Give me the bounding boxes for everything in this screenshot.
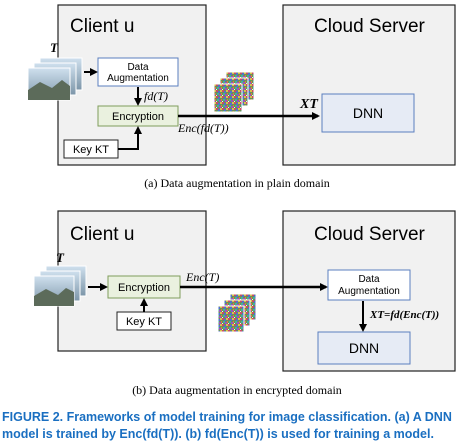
photo-stack-icon xyxy=(33,265,87,307)
encrypted-images-icon xyxy=(217,293,257,333)
augmentation-label-line1: Data xyxy=(358,274,380,285)
panel-b: Client u Cloud Server T Encryption Key K… xyxy=(33,210,456,397)
client-title: Client u xyxy=(70,224,134,245)
fd-label: fd(T) xyxy=(144,89,168,103)
enc-label: Enc(T) xyxy=(185,270,219,284)
photo-stack-icon xyxy=(27,57,83,101)
dnn-box xyxy=(321,93,415,133)
dnn-box xyxy=(317,331,411,365)
key-label: Key KT xyxy=(73,144,109,156)
image-set-label: T xyxy=(50,40,59,55)
figure-caption-line1: FIGURE 2. Frameworks of model training f… xyxy=(2,410,452,424)
augmentation-label-line1: Data xyxy=(127,62,149,73)
enc-label: Enc(fd(T)) xyxy=(177,121,229,135)
data-augmentation-box xyxy=(327,269,411,301)
image-set-label: T xyxy=(56,250,65,265)
encryption-label: Encryption xyxy=(118,282,170,294)
xt-label: XT xyxy=(299,97,319,112)
augmentation-label-line2: Augmentation xyxy=(338,286,400,297)
client-title: Client u xyxy=(70,16,134,37)
key-label: Key KT xyxy=(126,316,162,328)
panel-a: Client u Cloud Server T Data Augmentatio… xyxy=(27,4,456,190)
server-title: Cloud Server xyxy=(314,16,426,37)
server-title: Cloud Server xyxy=(314,224,426,245)
encryption-label: Encryption xyxy=(112,111,164,123)
xt-label: XT=fd(Enc(T)) xyxy=(369,309,439,321)
data-augmentation-box xyxy=(97,57,179,87)
caption-a: (a) Data augmentation in plain domain xyxy=(144,176,330,190)
encrypted-images-icon xyxy=(213,71,255,113)
server-box xyxy=(282,4,456,166)
caption-b: (b) Data augmentation in encrypted domai… xyxy=(132,383,342,397)
figure-caption-line2: model is trained by Enc(fd(T)). (b) fd(E… xyxy=(2,427,434,441)
augmentation-label-line2: Augmentation xyxy=(107,73,169,84)
dnn-label: DNN xyxy=(353,105,383,121)
dnn-label: DNN xyxy=(349,340,379,356)
